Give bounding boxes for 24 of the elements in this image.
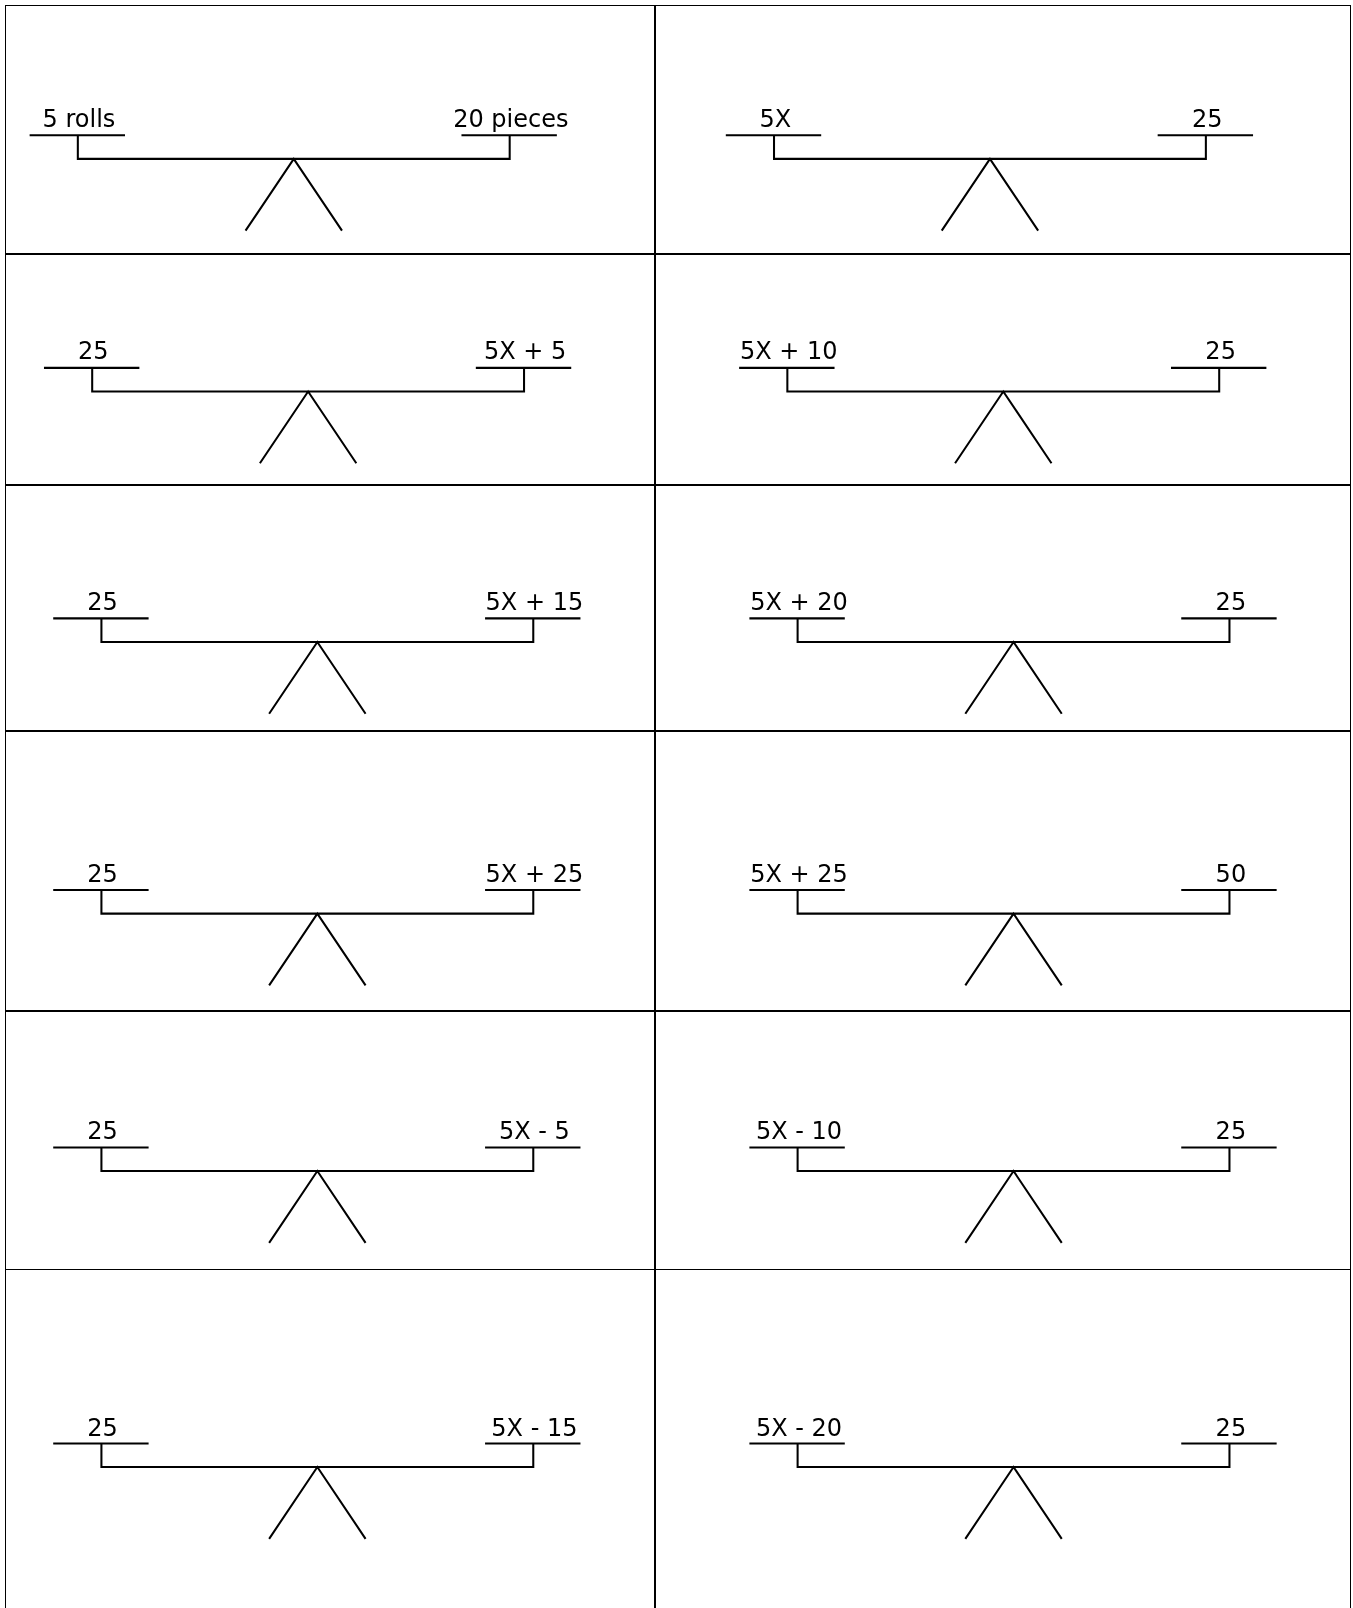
weight-label: 25 bbox=[78, 338, 109, 365]
weight-label: 5X bbox=[759, 105, 792, 132]
weight-label: 5X - 5 bbox=[498, 1118, 570, 1145]
weight-label: 5X - 15 bbox=[491, 1414, 578, 1441]
weight-label: 25 bbox=[1192, 105, 1223, 132]
weight-label: 25 bbox=[1205, 338, 1236, 365]
weight-label: 25 bbox=[1215, 588, 1247, 615]
weight-label: 20 pieces bbox=[453, 105, 569, 132]
weight-label: 5X + 25 bbox=[485, 860, 584, 887]
weight-label: 25 bbox=[87, 588, 118, 615]
weight-label: 5X - 20 bbox=[755, 1414, 843, 1441]
weight-label: 25 bbox=[87, 1118, 118, 1145]
weight-label: 25 bbox=[1215, 1118, 1247, 1145]
weight-label: 25 bbox=[87, 1414, 118, 1441]
weight-label: 5X - 10 bbox=[755, 1118, 843, 1145]
weight-label: 25 bbox=[87, 860, 118, 887]
weight-label: 5X + 10 bbox=[739, 338, 838, 365]
weight-label: 5X + 25 bbox=[750, 860, 848, 887]
weight-label: 5X + 15 bbox=[485, 588, 584, 615]
weight-label: 25 bbox=[1215, 1414, 1247, 1441]
weight-label: 5X + 5 bbox=[484, 338, 567, 365]
weight-label: 50 bbox=[1215, 860, 1247, 887]
weight-label: 5 rolls bbox=[42, 105, 116, 132]
weight-label: 5X + 20 bbox=[750, 588, 848, 615]
